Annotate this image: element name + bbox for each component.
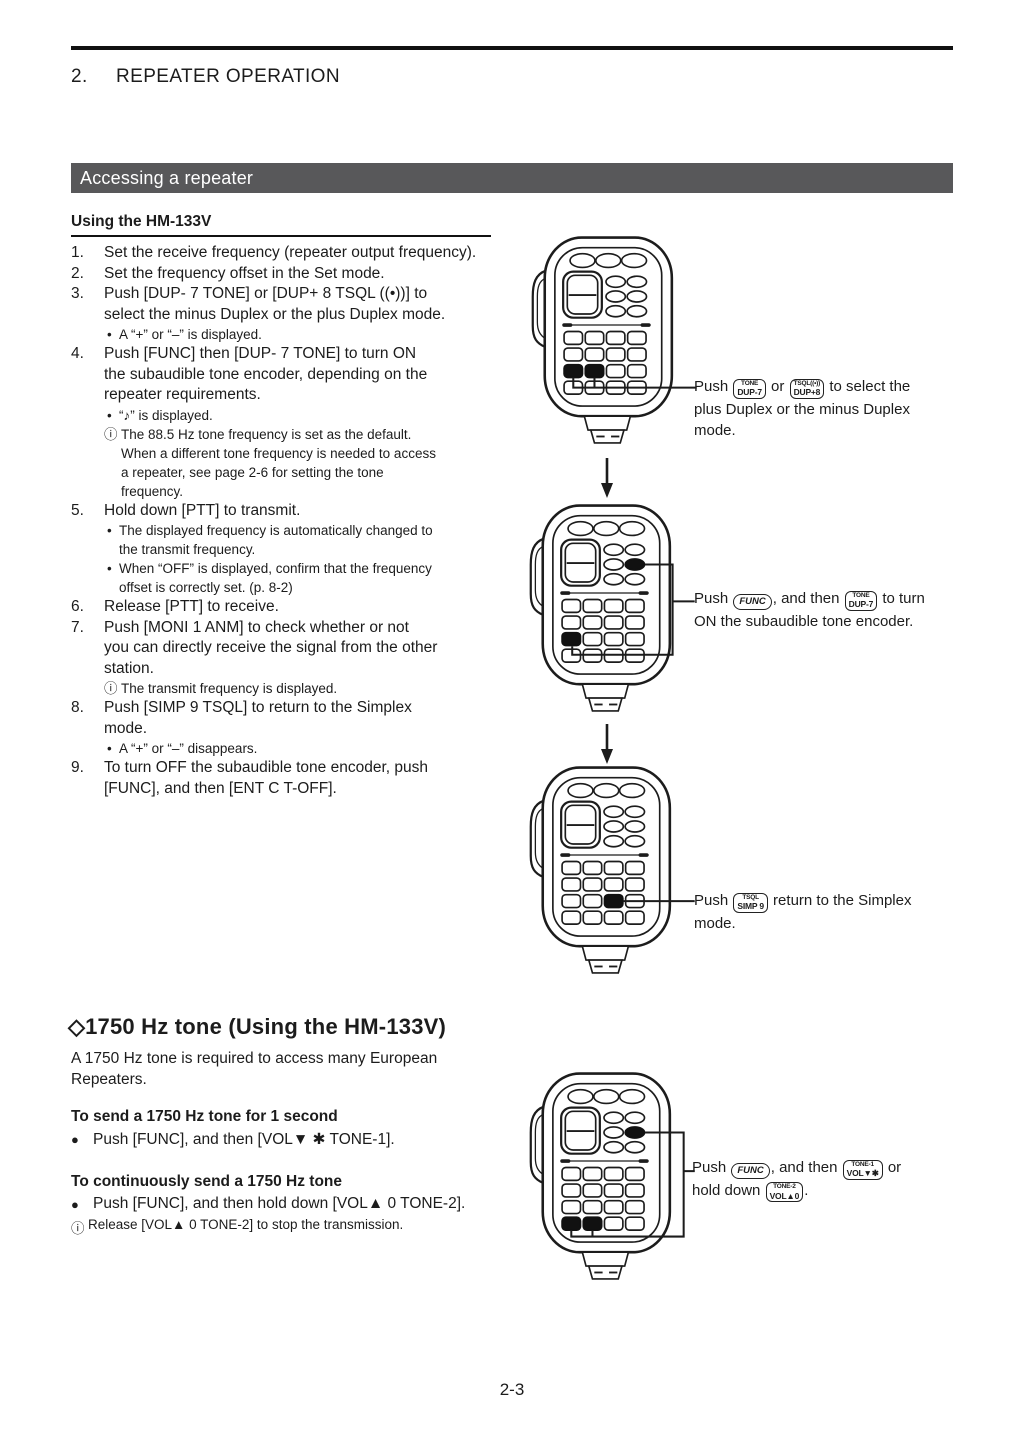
list-item-text: When “OFF” is displayed, confirm that th… (119, 561, 432, 595)
list-item: 3. Push [DUP- 7 TONE] or [DUP+ 8 TSQL ((•… (71, 284, 546, 325)
chapter-number: 2. (71, 66, 88, 87)
list-item: 1. Set the receive frequency (repeater ou… (71, 243, 546, 264)
list-item-text: A “+” or “–” disappears. (119, 741, 258, 756)
microphone-illustration (528, 1066, 703, 1292)
info-icon: ⓘ (104, 426, 118, 442)
list-item-text: The transmit frequency is displayed. (121, 681, 338, 696)
bullet-icon: • (107, 741, 112, 756)
list-item: 8. Push [SIMP 9 TSQL] to return to the Si… (71, 698, 546, 739)
list-item: • A “+” or “–” disappears. (71, 739, 546, 758)
mic-figure-1 (530, 230, 705, 456)
step-number: 8. (71, 699, 84, 716)
bullet-dot-icon: ● (71, 1197, 79, 1212)
tone-intro-text: A 1750 Hz tone is required to access man… (71, 1050, 438, 1088)
bullet-dot-icon: ● (71, 1132, 79, 1147)
keycap-icon: TSQL((•))DUP+8 (789, 378, 825, 399)
list-item: • “♪” is displayed. (71, 406, 546, 425)
tone-sub-heading-1: To send a 1750 Hz tone for 1 second (71, 1108, 338, 1125)
microphone-illustration (530, 230, 705, 456)
tone-sub-heading-2: To continuously send a 1750 Hz tone (71, 1173, 343, 1190)
list-item-text: Push [MONI 1 ANM] to check whether or no… (104, 618, 438, 677)
step-number: 3. (71, 285, 84, 302)
step-number: 5. (71, 501, 84, 519)
list-item-text: Release [PTT] to receive. (104, 598, 279, 615)
list-item-text: A “+” or “–” is displayed. (119, 327, 262, 342)
chapter-heading: 2. REPEATER OPERATION (71, 66, 340, 88)
list-item-text: The 88.5 Hz tone frequency is set as the… (121, 426, 436, 499)
list-item-text: Push [DUP- 7 TONE] or [DUP+ 8 TSQL ((•))… (104, 285, 446, 323)
page-number: 2-3 (499, 1380, 525, 1399)
step-number: 4. (71, 345, 84, 362)
mic-figure-3 (528, 760, 703, 986)
list-item: • The displayed frequency is automaticall… (71, 521, 546, 559)
list-item-text: Hold down [PTT] to transmit. (104, 501, 301, 519)
list-item: 7. Push [MONI 1 ANM] to check whether or … (71, 618, 546, 680)
list-item-text: To turn OFF the subaudible tone encoder,… (104, 759, 428, 797)
keycap-icon: FUNC (733, 594, 772, 610)
keycap-icon: FUNC (731, 1163, 770, 1179)
bullet-icon: • (107, 407, 112, 423)
chapter-title: REPEATER OPERATION (116, 66, 340, 87)
subsection-heading: Using the HM-133V (71, 213, 491, 237)
step-number: 7. (71, 618, 84, 636)
down-arrow-icon (598, 458, 616, 503)
list-item-text: Set the receive frequency (repeater outp… (104, 244, 477, 261)
mic-figure-4 (528, 1066, 703, 1292)
microphone-illustration (528, 498, 703, 724)
step-number: 6. (71, 598, 84, 615)
info-icon: ⓘ (104, 681, 118, 696)
step-number: 1. (71, 244, 84, 261)
microphone-illustration (528, 760, 703, 986)
step-number: 2. (71, 264, 84, 282)
mic-figure-2 (528, 498, 703, 724)
bullet-icon: • (107, 523, 112, 538)
info-icon: ⓘ (71, 1221, 85, 1236)
top-rule (71, 46, 953, 50)
list-item: • A “+” or “–” is displayed. (71, 325, 546, 344)
tone-bullet-1: ●Push [FUNC], and then [VOL▼ ✱ TONE-1]. (71, 1131, 395, 1148)
list-item: 2. Set the frequency offset in the Set mo… (71, 264, 546, 285)
tone-section-heading: ◇1750 Hz tone (Using the HM-133V) (68, 1014, 447, 1039)
list-item: • When “OFF” is displayed, confirm that t… (71, 559, 546, 597)
down-arrow-icon (598, 724, 616, 769)
procedure-steps: 1. Set the receive frequency (repeater ou… (71, 243, 546, 799)
list-item: 6. Release [PTT] to receive. (71, 597, 546, 618)
step-number: 9. (71, 759, 84, 776)
list-item-text: “♪” is displayed. (119, 407, 213, 423)
list-item-text: Push [FUNC] then [DUP- 7 TONE] to turn O… (104, 345, 428, 403)
list-item: 9. To turn OFF the subaudible tone encode… (71, 758, 546, 799)
list-item-text: The displayed frequency is automatically… (119, 523, 433, 557)
tone-bullet-2: ●Push [FUNC], and then hold down [VOL▲ 0… (71, 1195, 466, 1212)
list-item: 5. Hold down [PTT] to transmit. (71, 501, 546, 522)
list-item-text: Push [SIMP 9 TSQL] to return to the Simp… (104, 699, 412, 737)
bullet-icon: • (107, 327, 112, 342)
bullet-icon: • (107, 561, 112, 576)
section-banner: Accessing a repeater (71, 163, 953, 193)
list-item-text: Set the frequency offset in the Set mode… (104, 264, 385, 282)
list-item: 4. Push [FUNC] then [DUP- 7 TONE] to turn… (71, 344, 546, 406)
